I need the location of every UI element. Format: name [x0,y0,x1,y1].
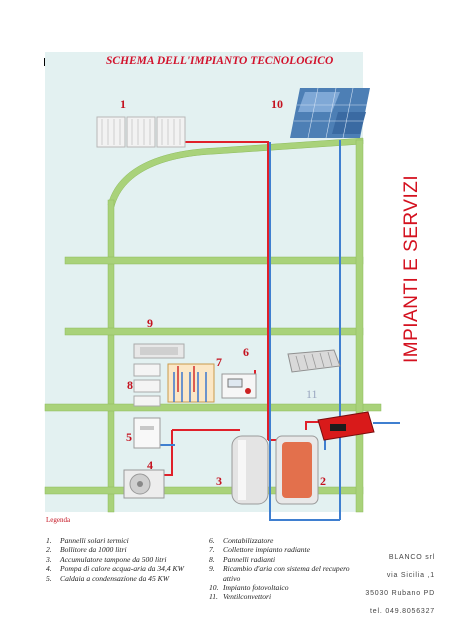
label-1: 1 [120,97,126,111]
inverter [317,411,375,441]
heat-pump [123,469,165,499]
label-7: 7 [216,355,222,369]
red-pipes [156,127,325,476]
radiant-panels [133,363,161,407]
label-9: 9 [147,316,153,330]
company-name: BLANCO srl [388,554,435,561]
legend-item: 10.Impianto fotovoltaico [209,583,289,593]
legend-left: 1.Pannelli solari termici 2.Bollitore da… [46,536,201,583]
legend-item: 2.Bollitore da 1000 litri [46,545,127,555]
label-3: 3 [216,474,222,488]
air-recovery-unit [133,343,185,359]
solar-thermal-panels [96,116,186,148]
legend-title: Legenda [46,516,71,524]
legend-item: 4.Pompa di calore acqua-aria da 34,4 KW [46,564,184,574]
company-phone: tel. 049.8056327 [370,608,435,615]
heat-meter [221,373,257,399]
buffer-tank [231,435,269,505]
hot-water-cylinder [275,435,319,505]
building-frame [44,137,382,513]
legend-item: 8.Pannelli radianti [209,554,276,564]
radiant-manifold [167,363,215,403]
condensing-boiler [133,417,161,449]
label-4: 4 [147,458,153,472]
legend-item: 1.Pannelli solari termici [46,536,129,545]
fan-coil-unit [287,349,341,373]
legend-item: 3.Accumulatore tampone da 500 litri [46,554,167,564]
legend-item: 5.Caldaia a condensazione da 45 KW [46,573,170,583]
label-11: 11 [306,387,318,401]
legend-item: 7.Collettore impianto radiante [209,545,311,555]
legend-item: 6.Contabilizzatore [209,536,274,545]
label-2: 2 [320,474,326,488]
company-street: via Sicilia ,1 [386,572,435,579]
label-6: 6 [243,345,249,359]
label-8: 8 [127,378,133,392]
legend-item: attivo [223,573,241,583]
page-title: SCHEMA DELL'IMPIANTO TECNOLOGICO [106,55,334,67]
side-title: IMPIANTI E SERVIZI [401,174,422,363]
company-city: 35030 Rubano PD [365,590,435,597]
label-10: 10 [271,97,283,111]
legend-item: 9.Ricambio d'aria con sistema del recupe… [209,564,350,574]
legend-item: 11.Ventilconvettori [209,592,272,602]
label-5: 5 [126,430,132,444]
photovoltaic-panel [290,87,370,139]
blue-pipes [160,140,400,521]
legend-right: 6.Contabilizzatore 7.Collettore impianto… [209,536,369,602]
